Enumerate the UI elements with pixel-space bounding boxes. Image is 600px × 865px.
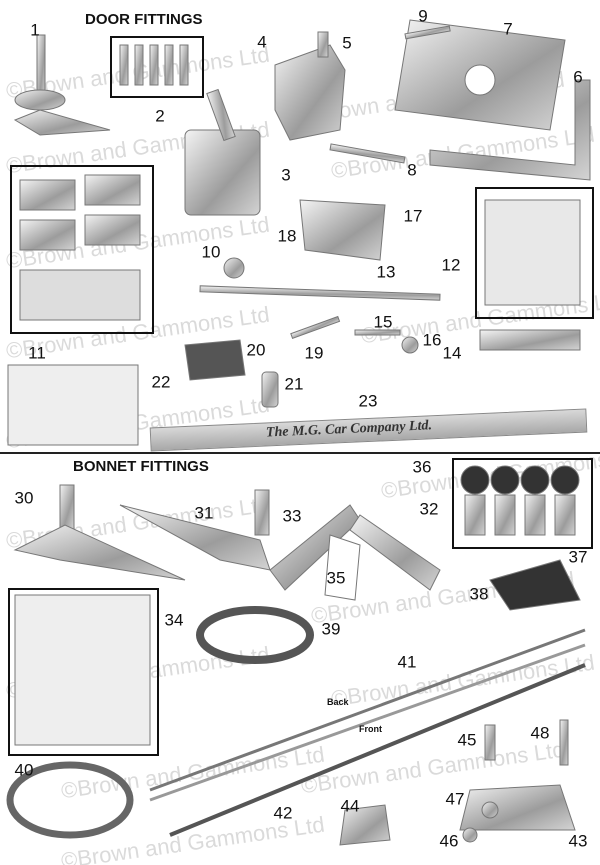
- callout-17: 17: [403, 206, 423, 226]
- part-group-box-12: [475, 187, 594, 319]
- door-fittings-heading: DOOR FITTINGS: [85, 11, 203, 28]
- bonnet-fittings-heading: BONNET FITTINGS: [73, 458, 209, 475]
- part-group-box-11: [10, 165, 154, 334]
- callout-38: 38: [469, 584, 489, 604]
- back-annotation: Back: [327, 697, 349, 707]
- callout-12: 12: [441, 255, 461, 275]
- callout-41: 41: [397, 652, 417, 672]
- callout-33: 33: [282, 506, 302, 526]
- callout-47: 47: [445, 789, 465, 809]
- callout-36: 36: [412, 457, 432, 477]
- callout-46: 46: [439, 831, 459, 851]
- section-divider: [0, 452, 600, 454]
- callout-35: 35: [326, 568, 346, 588]
- callout-42: 42: [273, 803, 293, 823]
- callout-10: 10: [201, 242, 221, 262]
- plate-text: The M.G. Car Company Ltd.: [265, 418, 433, 441]
- callout-48: 48: [530, 723, 550, 743]
- callout-11: 11: [28, 343, 46, 363]
- callout-14: 14: [442, 343, 462, 363]
- part-group-box-34: [8, 588, 159, 756]
- callout-32: 32: [419, 499, 439, 519]
- callout-9: 9: [418, 6, 428, 26]
- callout-8: 8: [407, 160, 417, 180]
- callout-6: 6: [573, 67, 583, 87]
- callout-5: 5: [342, 33, 352, 53]
- front-annotation: Front: [359, 724, 382, 734]
- callout-31: 31: [194, 503, 214, 523]
- callout-44: 44: [340, 796, 360, 816]
- callout-22: 22: [151, 372, 171, 392]
- callout-45: 45: [457, 730, 477, 750]
- callout-43: 43: [568, 831, 588, 851]
- callout-1: 1: [30, 20, 40, 40]
- callout-16: 16: [422, 330, 442, 350]
- callout-7: 7: [503, 19, 513, 39]
- callout-37: 37: [568, 547, 588, 567]
- callout-21: 21: [284, 374, 304, 394]
- callout-19: 19: [304, 343, 324, 363]
- callout-23: 23: [358, 391, 378, 411]
- callout-18: 18: [277, 226, 297, 246]
- part-group-box-2: [110, 36, 204, 98]
- callout-13: 13: [376, 262, 396, 282]
- callout-34: 34: [164, 610, 184, 630]
- callout-40: 40: [14, 760, 34, 780]
- callout-3: 3: [281, 165, 291, 185]
- callout-15: 15: [373, 312, 393, 332]
- callout-2: 2: [155, 106, 165, 126]
- callout-30: 30: [14, 488, 34, 508]
- callout-4: 4: [257, 32, 267, 52]
- callout-20: 20: [246, 340, 266, 360]
- part-group-box-36: [452, 458, 593, 549]
- callout-39: 39: [321, 619, 341, 639]
